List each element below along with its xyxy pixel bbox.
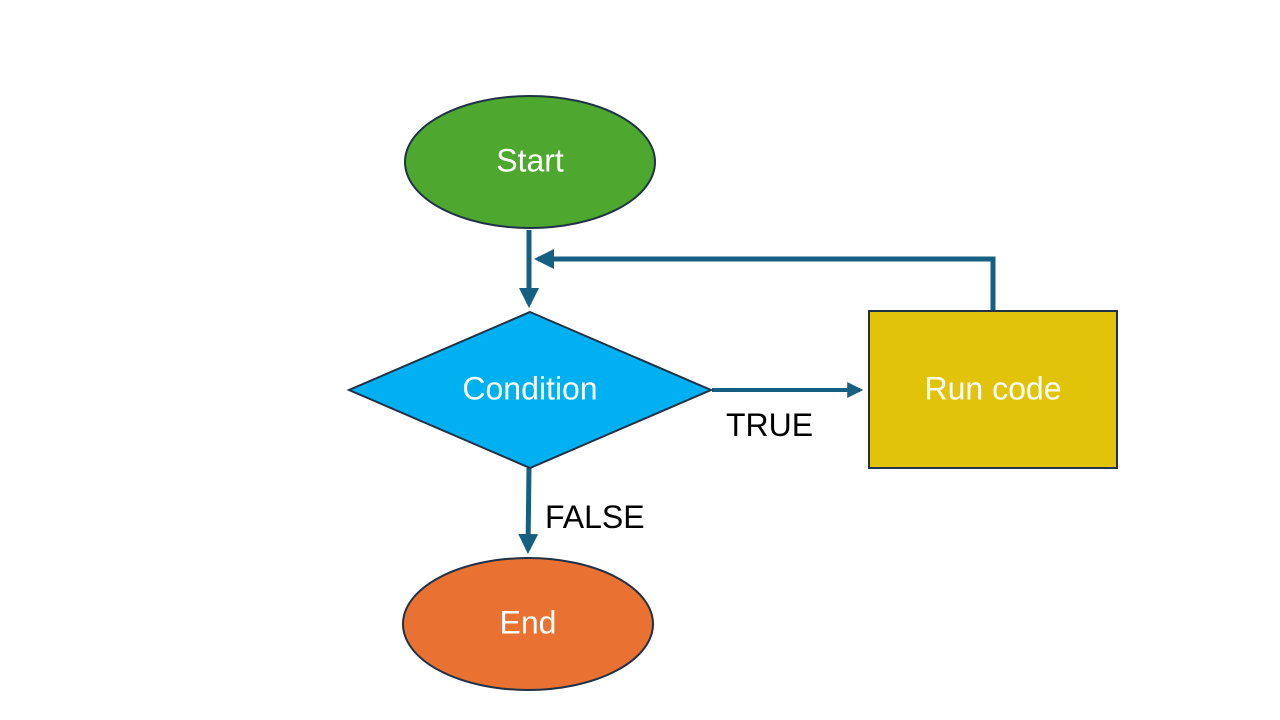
- start-label: Start: [496, 142, 564, 178]
- end-node: End: [402, 557, 654, 691]
- arrow-condition-to-end: [518, 467, 539, 554]
- true-edge-label: TRUE: [726, 407, 813, 443]
- condition-node: Condition: [346, 310, 714, 470]
- end-shape: [402, 557, 654, 691]
- condition-label: Condition: [462, 370, 597, 406]
- start-shape: [404, 95, 656, 229]
- condition-shape: [346, 310, 714, 470]
- run-code-shape: [868, 310, 1118, 469]
- start-node: Start: [404, 95, 656, 229]
- false-edge-label: FALSE: [545, 499, 645, 535]
- end-label: End: [500, 604, 557, 640]
- arrow-run-code-loop-back: [534, 249, 996, 311]
- run-code-label: Run code: [925, 370, 1062, 406]
- run-code-node: Run code: [868, 310, 1118, 469]
